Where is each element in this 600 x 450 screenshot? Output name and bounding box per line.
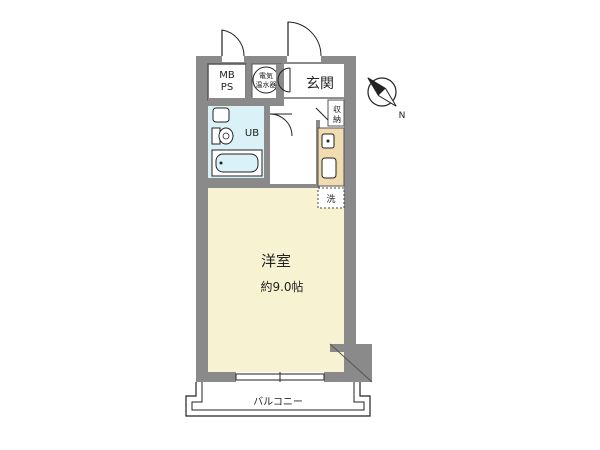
storage-box xyxy=(327,99,345,127)
interior-walls xyxy=(207,63,320,188)
storage-label-1: 収 xyxy=(333,104,341,114)
top-doors xyxy=(221,21,322,62)
kitchen-counter xyxy=(317,127,345,187)
bathtub-icon xyxy=(211,149,263,177)
bath-door xyxy=(269,113,293,137)
laundry-space xyxy=(317,187,345,209)
water-heater-label-1: 電気 xyxy=(259,71,273,80)
western-room-floor xyxy=(208,188,344,372)
laundry-label: 洗 xyxy=(326,193,335,205)
toilet-icon xyxy=(211,127,234,145)
compass-icon xyxy=(367,77,397,107)
sink-icon xyxy=(212,107,230,123)
western-room-label: 洋室 xyxy=(261,252,291,270)
room-size-label: 約9.0帖 xyxy=(260,279,303,294)
stove-icon xyxy=(321,157,337,179)
genkan-area xyxy=(277,67,344,99)
mbps-label-1: MB xyxy=(219,70,235,81)
genkan-label: 玄関 xyxy=(306,75,334,92)
mbps-label-2: PS xyxy=(221,82,233,93)
balcony-window xyxy=(235,372,325,382)
water-heater-label-2: 温水器 xyxy=(256,80,277,89)
storage-label-2: 納 xyxy=(333,114,341,124)
unit-bath-label: UB xyxy=(245,128,259,139)
balcony xyxy=(185,382,371,417)
balcony-label: バルコニー xyxy=(253,396,303,408)
compass-north-label: N xyxy=(399,111,406,121)
bathroom-fixtures xyxy=(211,107,263,177)
